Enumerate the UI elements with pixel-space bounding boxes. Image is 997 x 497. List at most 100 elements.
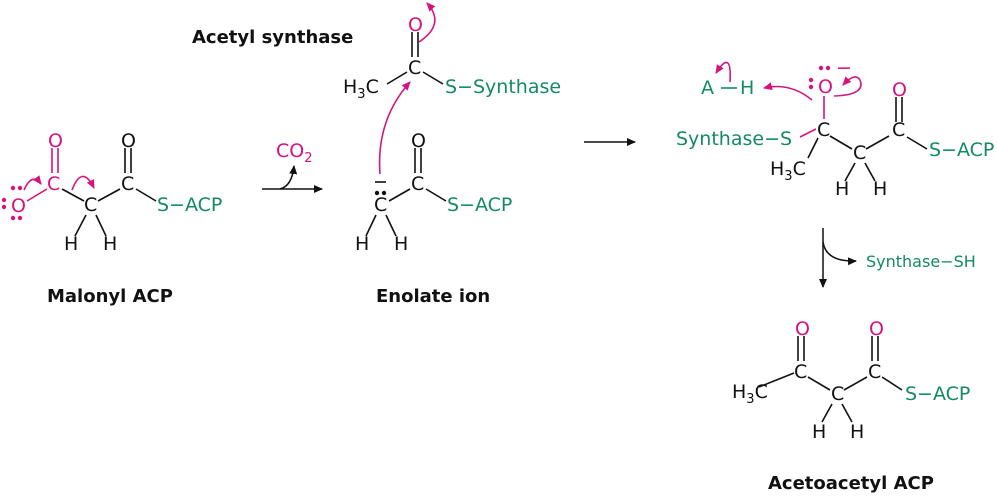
intermediate-h-left: H [835,178,849,200]
enolate-s-acp: S−ACP [447,194,512,216]
product-c-ch2-bond [807,376,831,391]
lone-pair-dot [1,197,7,203]
intermediate-carbonyl-o: O [892,79,907,101]
intermediate-synthase-s: Synthase−S [676,128,792,150]
co2-release-arrow [279,165,298,190]
tetrahedral-intermediate-structure: A H O − C C O C H3C H H Synthase−S S−ACP [676,57,994,200]
intermediate-s-acp: S−ACP [929,139,994,161]
electron-arrow-decarboxylation [71,175,95,191]
label-acetyl-synthase: Acetyl synthase [192,27,353,48]
intermediate-c-ch2-bond [829,135,853,150]
label-malonyl-acp: Malonyl ACP [47,286,173,307]
electron-arrow-carbonyl-to-o [418,2,436,43]
enolate-c-c-bond [388,188,411,202]
product-ch-bond-left [821,403,833,423]
co2-label: CO2 [276,140,313,166]
intermediate-negative-charge: − [836,57,852,79]
malonyl-ch-bond-left [74,214,87,237]
malonyl-carbonyl-o: O [121,130,136,152]
enolate-h-left: H [355,233,369,255]
malonyl-c3-s-bond [135,188,157,202]
acetyl-synthase-structure: O C H3C S−Synthase [343,2,561,102]
label-acetoacetyl-acp: Acetoacetyl ACP [768,473,934,494]
lone-pair-dot [374,190,380,196]
electron-arrow-carboxylate [23,175,42,191]
intermediate-ch-bond-left [844,162,856,182]
malonyl-s-acp: S−ACP [157,194,222,216]
enolate-c-s-bond [425,188,447,202]
decarboxylation-step: CO2 [262,140,323,193]
electron-arrow-nucleophilic-attack [378,81,411,175]
lone-pair-dot [808,84,814,90]
acetyl-ch3-bond [386,71,408,85]
malonyl-carboxylate-bond [26,188,48,202]
enolate-carbonyl-c: C [411,173,424,195]
lone-pair-dot [808,77,814,83]
intermediate-ch2-c: C [853,142,866,164]
label-enolate-ion: Enolate ion [376,286,490,307]
electron-arrow-a-h [715,61,732,83]
acid-h: H [740,77,754,99]
product-ch2-c: C [831,383,844,405]
enolate-ch-bond-right [385,214,397,237]
malonyl-carboxyl-o: O [48,130,63,152]
malonyl-carbonyl-c: C [121,173,134,195]
malonyl-ch-bond-right [95,214,107,237]
intermediate-ch3-bond [807,137,819,159]
intermediate-ch-bond-right [864,162,876,182]
product-s-acp: S−ACP [905,383,970,405]
product-ch2-c-bond [843,376,868,391]
electron-arrow-o-to-h [763,82,813,101]
lone-pair-dot [1,204,7,210]
malonyl-carboxylate-o: O [11,195,26,217]
electron-arrow-reform-carbonyl [833,76,862,97]
enolate-h-right: H [394,233,408,255]
product-h-left: H [812,421,826,443]
intermediate-carbonyl-c: C [892,119,905,141]
enolate-carbanion-c: C [374,194,387,216]
product-thioester-o: O [869,318,884,340]
malonyl-acp-structure: O C O C O C H H S−ACP [1,130,222,255]
intermediate-c-s-bond [906,136,928,150]
intermediate-ch2-c-bond [865,135,890,150]
malonyl-c1-c2-bond [61,188,85,202]
product-c-s-bond [881,376,903,391]
lone-pair-dot [10,185,16,191]
lone-pair-dot [10,215,16,221]
malonyl-h-right: H [103,233,117,255]
intermediate-alkoxide-o: O [818,76,833,98]
enolate-ch-bond-left [365,214,377,237]
acetoacetyl-acp-structure: O C C O C H3C H H S−ACP [732,318,970,443]
synthase-sh-label: Synthase−SH [866,252,976,271]
lone-pair-dot [17,215,23,221]
lone-pair-dot [17,185,23,191]
malonyl-c2-c3-bond [97,188,121,202]
acetyl-methyl: H3C [343,76,379,102]
product-h-right: H [850,421,864,443]
malonyl-h-left: H [64,233,78,255]
acetyl-s-synthase: S−Synthase [445,76,561,98]
lone-pair-dot [825,65,831,71]
product-thioester-c: C [868,361,881,383]
product-methyl: H3C [732,381,768,407]
acetyl-carbonyl-o: O [408,14,423,36]
malonyl-carboxyl-c: C [47,173,60,195]
acid-a: A [701,77,714,99]
synthase-sh-release-arrow [822,241,857,266]
enolate-carbonyl-o: O [411,130,426,152]
intermediate-methyl: H3C [770,158,806,184]
enolate-ion-structure: O C C H H S−ACP [355,81,512,255]
intermediate-tetrahedral-c: C [817,119,830,141]
acetyl-carbonyl-c: C [408,57,421,79]
malonyl-alpha-c: C [84,194,97,216]
elimination-step: Synthase−SH [819,228,976,288]
intermediate-h-right: H [873,178,887,200]
intermediate-s-c-bond [799,128,817,138]
lone-pair-dot [818,65,824,71]
product-ch-bond-right [841,403,853,423]
product-ch3-c-bond [758,372,795,388]
product-ketone-o: O [795,318,810,340]
product-ketone-c: C [794,361,807,383]
